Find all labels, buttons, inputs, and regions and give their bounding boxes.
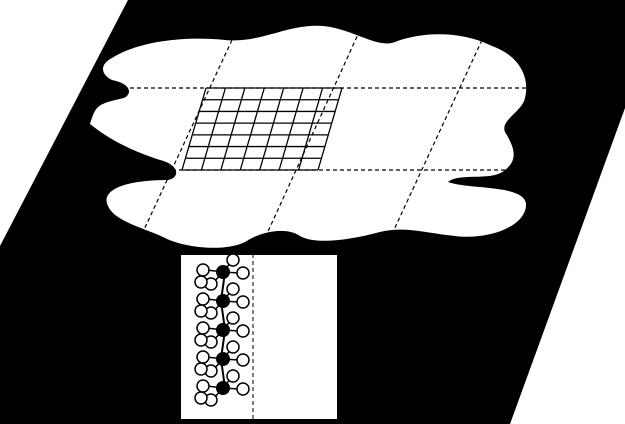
open-atom — [227, 312, 239, 324]
molecule-chain — [195, 254, 249, 406]
open-atom — [237, 354, 249, 366]
open-atom — [237, 325, 249, 337]
open-atom — [197, 264, 209, 276]
open-atom — [197, 380, 209, 392]
filled-atom — [217, 266, 230, 279]
open-atom — [195, 305, 207, 317]
open-atom — [197, 351, 209, 363]
open-atom — [237, 267, 249, 279]
open-atom — [237, 296, 249, 308]
open-atom — [195, 276, 207, 288]
column-inset — [180, 254, 338, 420]
open-atom — [197, 293, 209, 305]
filled-atom — [217, 382, 230, 395]
open-atom — [227, 370, 239, 382]
open-atom — [195, 334, 207, 346]
filled-atom — [217, 353, 230, 366]
open-atom — [197, 322, 209, 334]
filled-atom — [217, 324, 230, 337]
open-atom — [195, 363, 207, 375]
filled-atom — [217, 295, 230, 308]
open-atom — [227, 341, 239, 353]
open-atom — [237, 383, 249, 395]
open-atom — [227, 283, 239, 295]
open-atom — [227, 254, 239, 266]
open-atom — [195, 392, 207, 404]
